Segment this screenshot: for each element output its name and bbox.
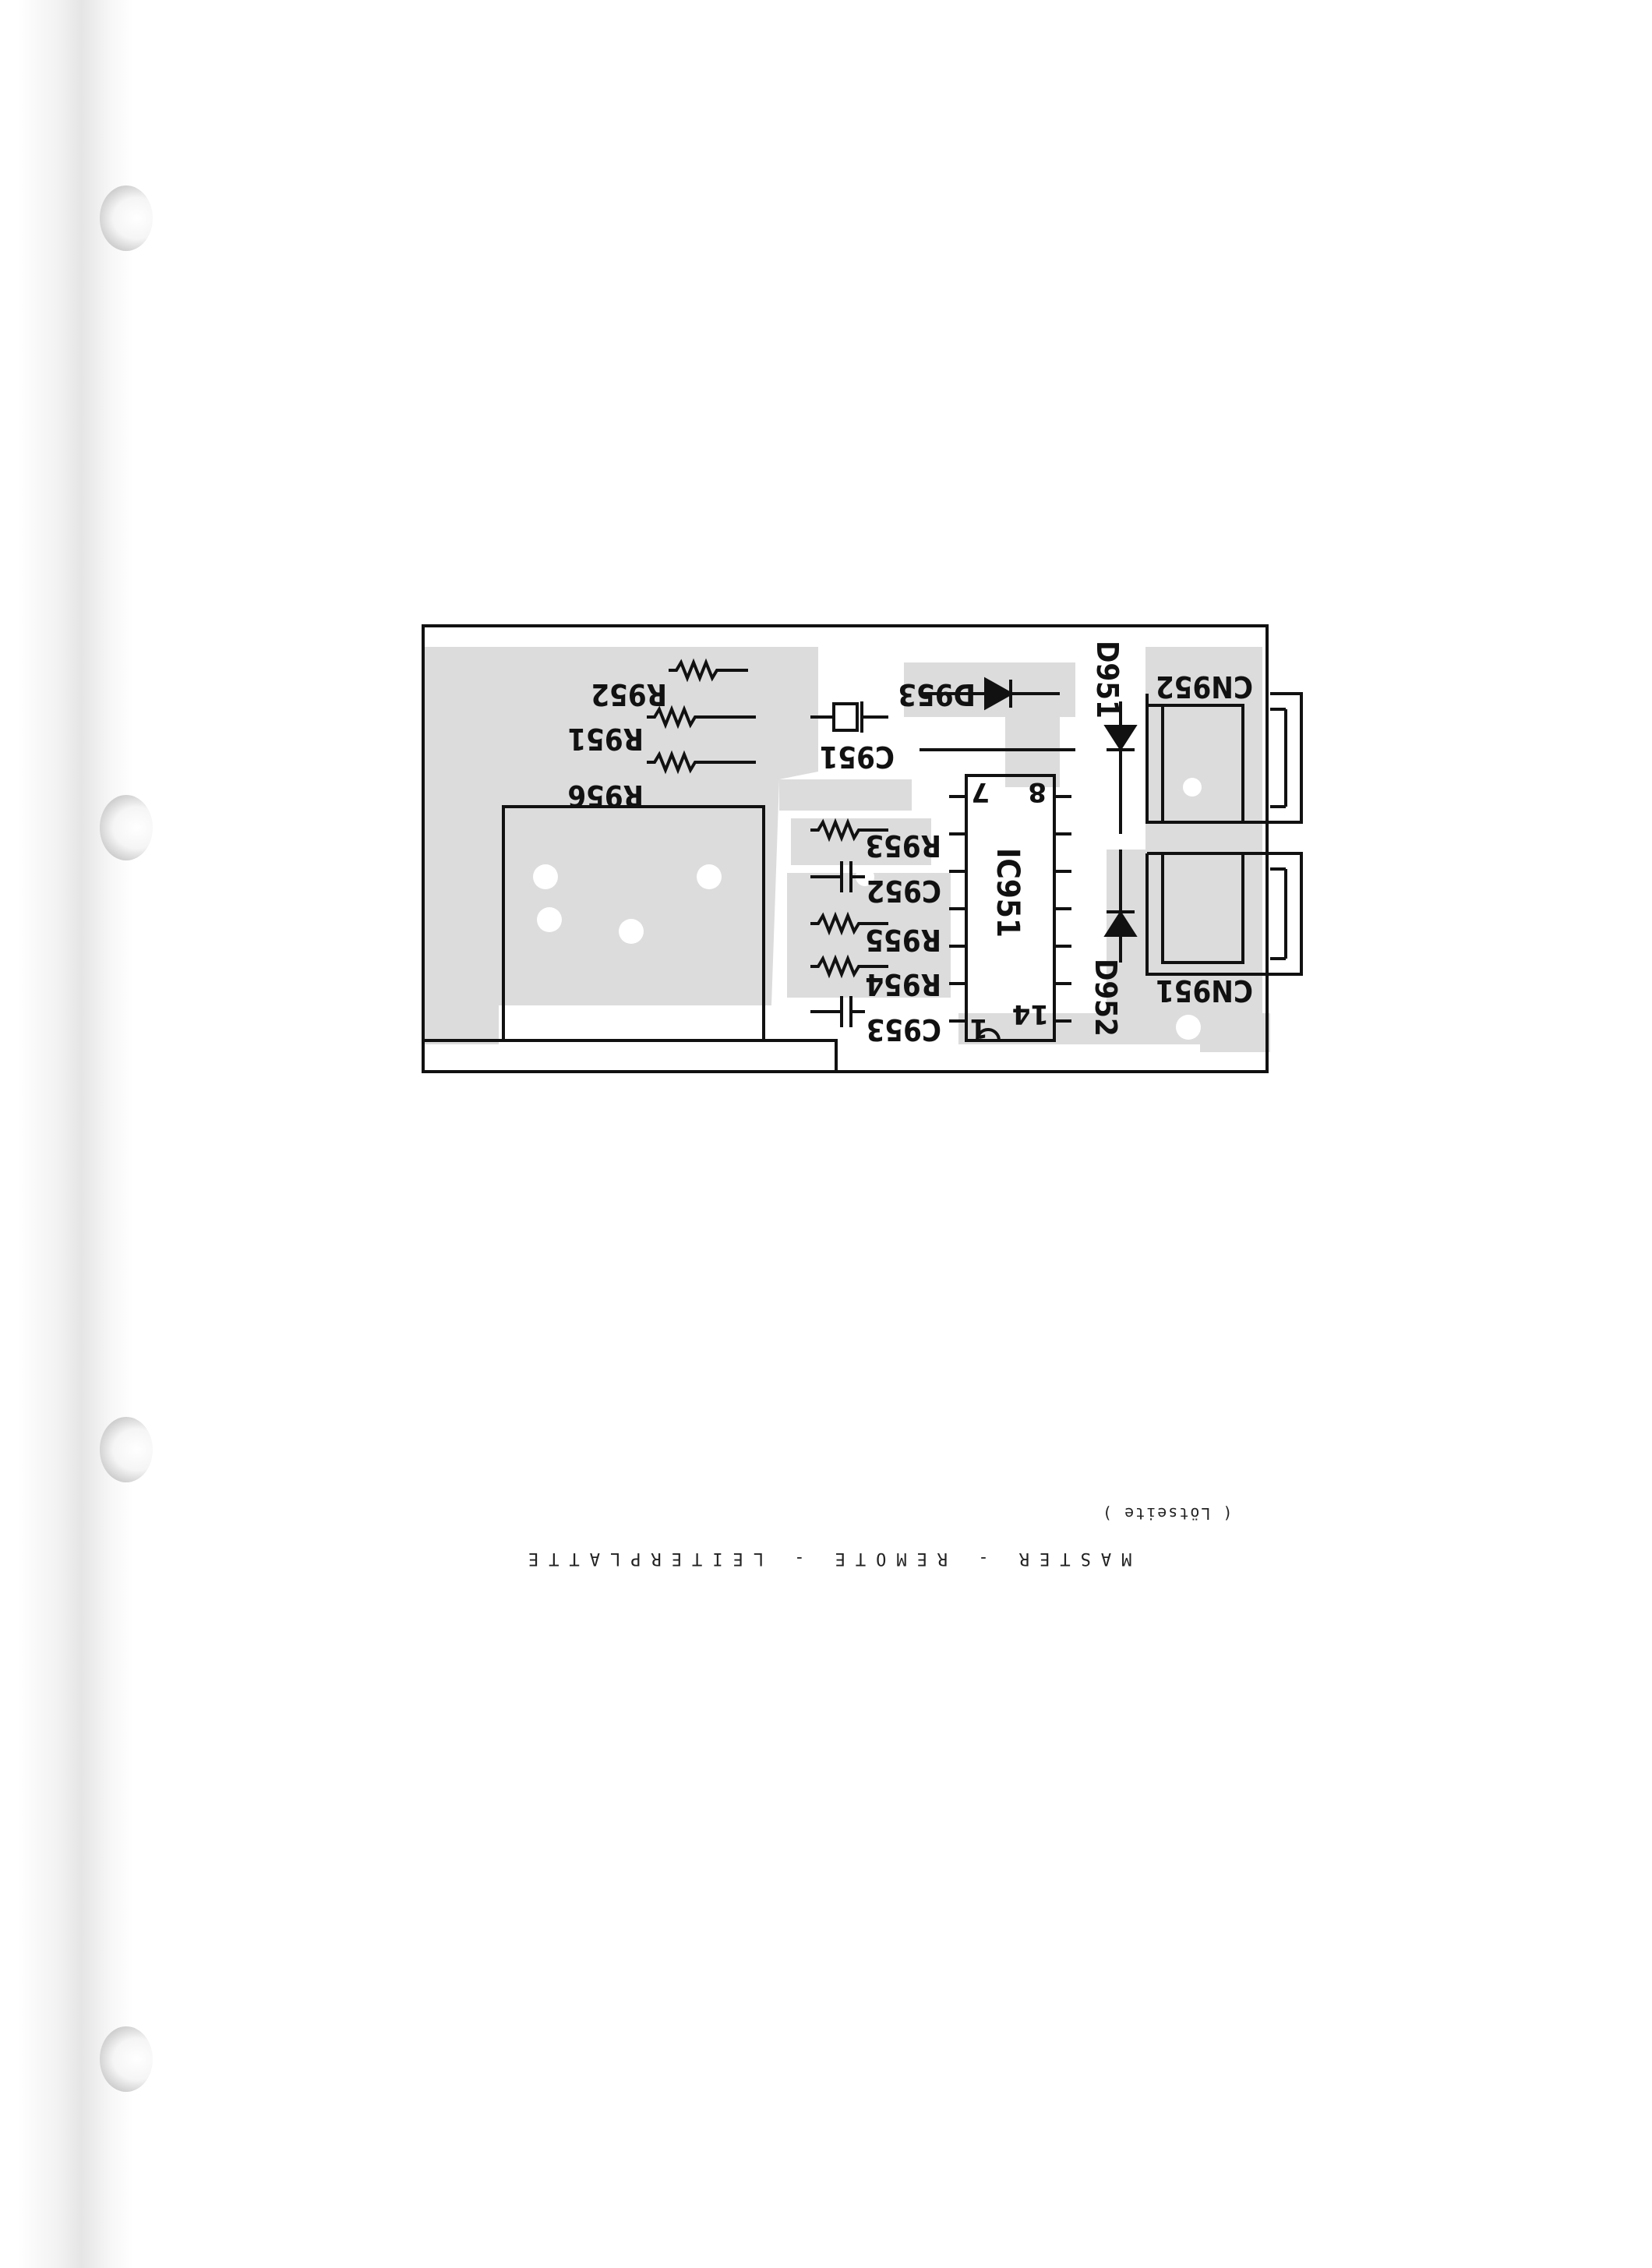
connector-cn951 — [1145, 852, 1303, 976]
label-c951: C951 — [820, 740, 895, 774]
binder-shadow — [17, 0, 134, 2268]
label-r955: R955 — [865, 923, 941, 957]
capacitor-c952 — [810, 861, 865, 892]
ic951-pins-left — [949, 795, 966, 1023]
pad-holes — [533, 778, 1202, 1040]
punch-hole-2 — [100, 795, 153, 860]
resistor-r952 — [669, 658, 748, 683]
label-cn952: CN952 — [1156, 669, 1253, 704]
ic951-notch — [976, 1028, 1001, 1041]
ic951-pin-1: 1 — [969, 1012, 988, 1044]
component-labels: CN952 CN951 D951 D952 D953 R952 R951 R95… — [567, 641, 1253, 1047]
label-c952: C952 — [867, 874, 941, 908]
ic951-pin-8: 8 — [1028, 776, 1047, 807]
resistor-r954 — [810, 954, 888, 979]
diode-d952 — [1103, 850, 1138, 963]
label-d951: D951 — [1090, 641, 1124, 719]
resistor-r953 — [810, 818, 888, 843]
label-r951: R951 — [567, 722, 644, 756]
diode-d953 — [920, 677, 1060, 711]
label-r952: R952 — [591, 677, 667, 712]
punch-hole-3 — [100, 1417, 153, 1482]
label-r953: R953 — [865, 828, 941, 863]
punch-hole-4 — [100, 2026, 153, 2092]
label-ic951: IC951 — [990, 848, 1025, 938]
document-title: MASTER - REMOTE - LEITERPLATTE — [518, 1549, 1132, 1568]
ic951-pin-14: 14 — [1012, 998, 1049, 1030]
label-r954: R954 — [865, 967, 941, 1002]
connector-cn952 — [1145, 692, 1303, 824]
ic951-pins-right — [1054, 795, 1071, 1023]
label-r956: R956 — [567, 779, 644, 813]
ic-pin-labels: 8 7 14 1 — [969, 776, 1049, 1044]
label-cn951: CN951 — [1156, 973, 1253, 1008]
board-outline — [422, 624, 1269, 1073]
label-d953: D953 — [898, 677, 976, 712]
ic951-pin-7: 7 — [971, 776, 990, 807]
label-c953: C953 — [867, 1012, 941, 1047]
document-subtitle: ( Lötseite ) — [1101, 1504, 1233, 1523]
copper-area — [425, 647, 1270, 1052]
resistor-r956 — [647, 750, 756, 775]
resistor-r951 — [647, 705, 756, 730]
label-d952: D952 — [1089, 959, 1123, 1037]
diode-d951 — [1103, 701, 1138, 834]
capacitor-c953 — [810, 996, 865, 1027]
capacitor-c951 — [810, 701, 888, 733]
punch-hole-1 — [100, 185, 153, 251]
resistor-r955 — [810, 911, 888, 936]
